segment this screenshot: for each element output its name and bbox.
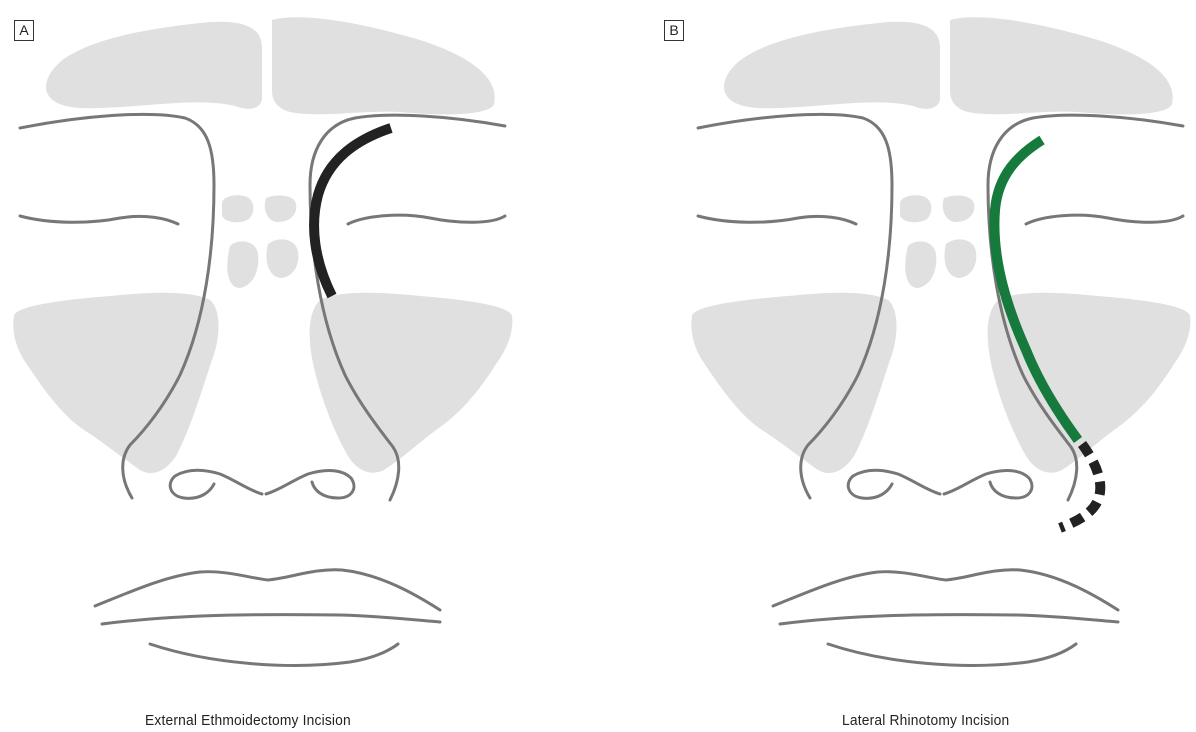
panel-b: B Lateral Rhinotomy Incision — [598, 0, 1196, 732]
sinus-shading-a — [13, 17, 513, 474]
ethmoidectomy-incision-line — [309, 123, 393, 299]
panel-label-b: B — [664, 20, 684, 41]
panel-a: A External Ethmoidectomy Incision — [13, 17, 513, 729]
panel-label-a: A — [14, 20, 34, 41]
caption-b: Lateral Rhinotomy Incision — [842, 712, 1010, 729]
face-diagram-b — [691, 17, 1191, 667]
caption-a: External Ethmoidectomy Incision — [145, 712, 351, 729]
face-outline-a — [18, 112, 507, 667]
sinus-shading-b — [691, 17, 1191, 474]
rhinotomy-incision-line — [989, 135, 1083, 443]
face-diagram-a — [13, 17, 513, 667]
face-outline-b — [696, 112, 1185, 667]
rhinotomy-extension-dashed — [1058, 441, 1106, 533]
